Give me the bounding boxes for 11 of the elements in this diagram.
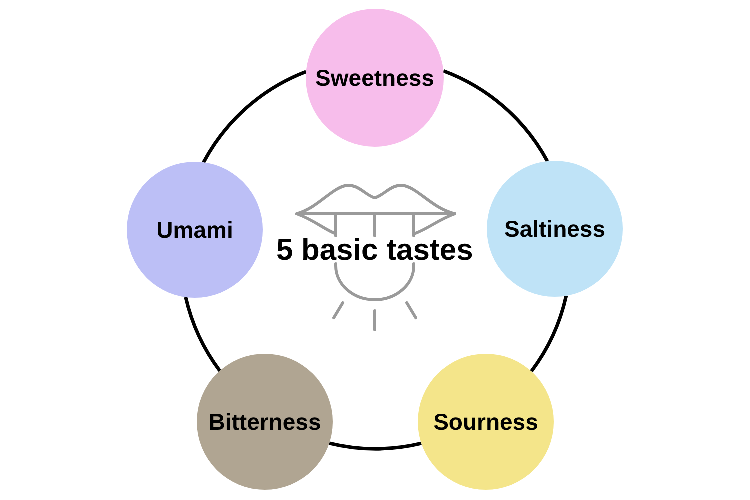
taste-label: Umami [156,218,234,242]
taste-label: Saltiness [504,216,606,242]
center-label: 5 basic tastes [276,235,474,266]
ring-arc [184,296,222,372]
taste-label: Sourness [434,410,538,434]
taste-label: Bitterness [208,410,322,434]
ring-arc [530,296,568,373]
ring-arc [329,442,422,451]
taste-label: Sweetness [316,66,434,90]
ring-arc [442,70,550,162]
ring-arc [202,70,307,164]
